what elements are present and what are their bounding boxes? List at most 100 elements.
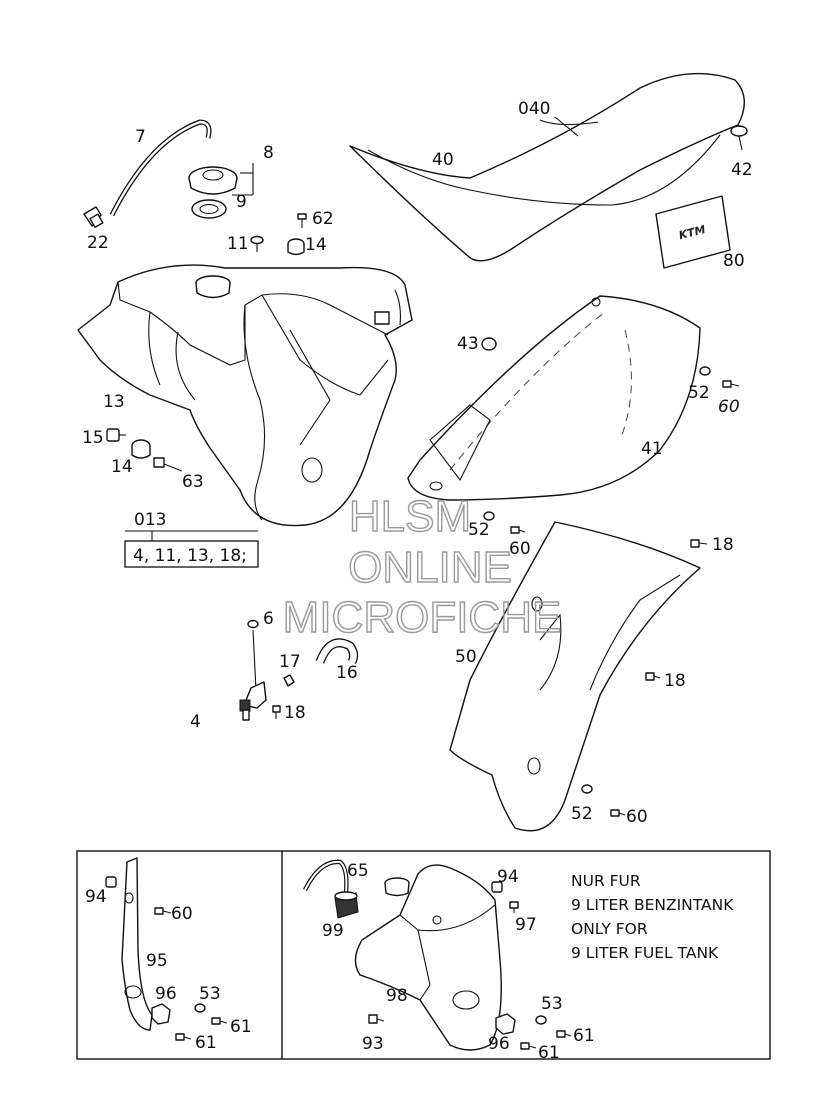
screw-part-11 (250, 235, 264, 252)
callout-80: 80 (723, 251, 745, 271)
fuel-cap-part-99 (334, 891, 359, 919)
breather-hose-part-7 (109, 119, 212, 217)
bracket-part-95 (121, 857, 153, 1031)
callout-61-right-b: 61 (538, 1043, 560, 1063)
washer-part-52-mid (483, 511, 495, 521)
callout-65: 65 (347, 861, 369, 881)
callout-62: 62 (312, 209, 334, 229)
callout-22: 22 (87, 233, 109, 253)
screw-part-93 (368, 1014, 385, 1024)
note-line-3: ONLY FOR (571, 920, 648, 938)
callout-53-right: 53 (541, 994, 563, 1014)
callout-15: 15 (82, 428, 104, 448)
bolt-part-63 (153, 457, 183, 472)
fuel-cap-part-8 (188, 166, 238, 195)
note-line-2: 9 LITER BENZINTANK (571, 896, 734, 914)
screw-part-60-lower (610, 809, 626, 817)
callout-61-right-a: 61 (573, 1026, 595, 1046)
screw-part-97 (509, 901, 519, 913)
screw-part-18-tap (272, 705, 281, 719)
screw-part-61-left-b (175, 1033, 192, 1041)
grommet-part-94-right (491, 881, 503, 893)
screw-part-18-panel-mid (645, 672, 661, 681)
callout-42: 42 (731, 160, 753, 180)
callout-040: 040 (518, 99, 550, 119)
callout-50: 50 (455, 647, 477, 667)
kit-number: 013 (134, 510, 166, 530)
callout-14-lower: 14 (111, 457, 133, 477)
callout-53-left: 53 (199, 984, 221, 1004)
callout-13: 13 (103, 392, 125, 412)
bushing-part-14-top (287, 238, 305, 256)
washer-part-53-left (194, 1003, 206, 1013)
callout-18-panel-top: 18 (712, 535, 734, 555)
callout-60-mid: 60 (509, 539, 531, 559)
watermark-line-3: MICROFICHE (283, 593, 562, 642)
callout-60-upper: 60 (718, 397, 740, 417)
callout-11: 11 (227, 234, 249, 254)
note-line-4: 9 LITER FUEL TANK (571, 944, 719, 962)
callout-63: 63 (182, 472, 204, 492)
breather-hose-part-65 (303, 859, 349, 893)
callout-94-right: 94 (497, 867, 519, 887)
callout-41: 41 (641, 439, 663, 459)
nut-part-96-left (151, 1003, 171, 1025)
callout-60-box: 60 (171, 904, 193, 924)
washer-part-52-lower (581, 784, 593, 794)
callout-96-left: 96 (155, 984, 177, 1004)
screw-part-18-panel-top (690, 539, 708, 548)
callout-43: 43 (457, 334, 479, 354)
callout-4: 4 (190, 712, 201, 732)
screw-part-61-left-a (211, 1017, 228, 1025)
screw-part-61-right-b (520, 1042, 537, 1050)
callout-8: 8 (263, 143, 274, 163)
washer-part-52-upper (699, 366, 711, 376)
callout-14-top: 14 (305, 235, 327, 255)
callout-61-left-b: 61 (195, 1033, 217, 1053)
callout-18-panel-mid: 18 (664, 671, 686, 691)
seat-bolt-part-42 (730, 125, 748, 151)
hose-clip-part-17 (283, 674, 295, 687)
callout-94-left: 94 (85, 887, 107, 907)
callout-6: 6 (263, 609, 274, 629)
callout-60-lower: 60 (626, 807, 648, 827)
screw-part-62 (297, 213, 307, 228)
callout-61-left-a: 61 (230, 1017, 252, 1037)
callout-9: 9 (236, 192, 247, 212)
callout-97: 97 (515, 915, 537, 935)
rubber-grommet-part-15 (106, 428, 126, 442)
screw-part-60-box (154, 907, 172, 915)
fuel-tank-part-98 (354, 864, 502, 1051)
nut-part-96-right (495, 1013, 516, 1035)
fuel-hose-part-16 (315, 638, 359, 665)
side-panel-part-50 (449, 521, 701, 832)
callout-7: 7 (135, 127, 146, 147)
seal-ring-part-6 (247, 619, 259, 629)
watermark-line-1: HLSM (349, 492, 471, 541)
callout-52-lower: 52 (571, 804, 593, 824)
callout-52-upper: 52 (688, 383, 710, 403)
note-line-1: NUR FUR (571, 872, 641, 890)
fuel-tap-part-4 (239, 629, 267, 721)
callout-93: 93 (362, 1034, 384, 1054)
ktm-logo-text: KTM (677, 223, 706, 242)
screw-part-61-right-a (556, 1030, 572, 1038)
seat-part-40 (349, 72, 745, 262)
optional-parts-box (76, 850, 771, 1060)
callout-95: 95 (146, 951, 168, 971)
callout-17: 17 (279, 652, 301, 672)
callout-99: 99 (322, 921, 344, 941)
hose-elbow-part-22 (83, 206, 104, 229)
kit-contents: 4, 11, 13, 18; (133, 546, 247, 566)
callout-40: 40 (432, 150, 454, 170)
grommet-part-43 (481, 337, 497, 351)
grommet-part-94-left (105, 876, 117, 888)
watermark-line-2: ONLINE (348, 543, 512, 592)
screw-part-60-mid (510, 526, 526, 534)
callout-16: 16 (336, 663, 358, 683)
side-cover-part-41 (407, 295, 701, 501)
fuel-tank-part-13 (77, 264, 413, 527)
washer-part-53-right (535, 1015, 547, 1025)
